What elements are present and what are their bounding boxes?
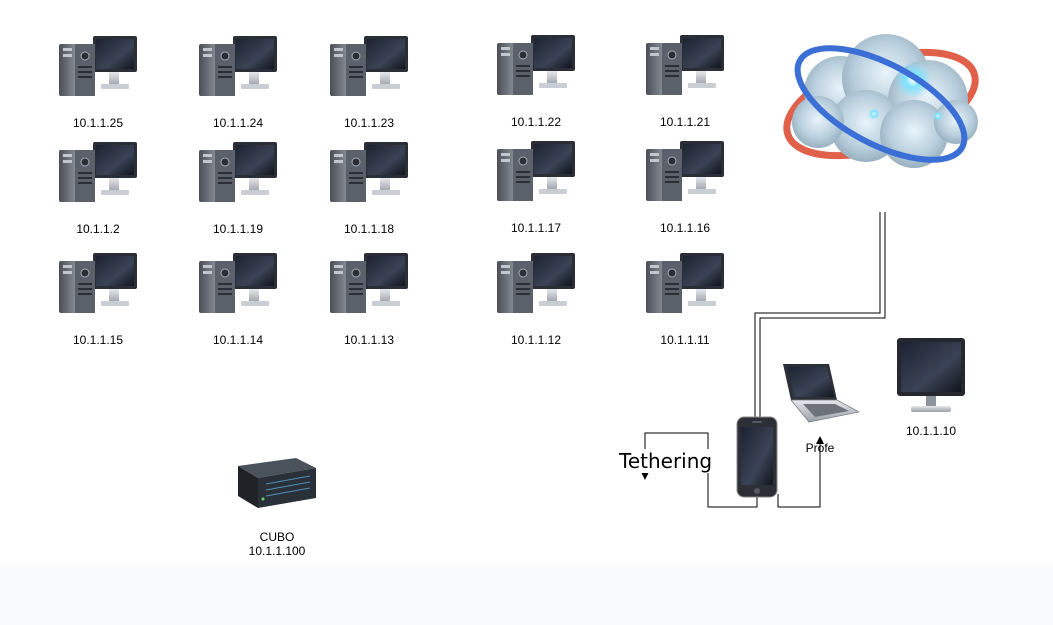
workstation-node[interactable]: 10.1.1.23 (299, 36, 439, 130)
workstation-ip-label: 10.1.1.18 (343, 222, 395, 236)
footer-bar (0, 565, 1053, 625)
monitor-icon (897, 338, 965, 412)
workstation-ip-label: 10.1.1.11 (660, 333, 710, 347)
workstation-node[interactable]: 10.1.1.13 (299, 253, 439, 347)
workstation-node[interactable]: 10.1.1.24 (168, 36, 308, 130)
rack-server-icon (238, 458, 316, 508)
monitor-label: 10.1.1.10 (905, 424, 957, 438)
workstation-node[interactable]: 10.1.1.12 (466, 253, 606, 347)
laptop-node[interactable]: Profe (750, 364, 890, 455)
workstation-ip-label: 10.1.1.24 (212, 116, 264, 130)
laptop-icon (783, 364, 861, 423)
workstation-node[interactable]: 10.1.1.21 (615, 35, 755, 129)
monitor-node[interactable]: 10.1.1.10 (861, 336, 1001, 438)
workstation-ip-label: 10.1.1.13 (343, 333, 395, 347)
workstation-node[interactable]: 10.1.1.2 (28, 142, 168, 236)
workstation-node[interactable]: 10.1.1.14 (168, 253, 308, 347)
workstation-ip-label: 10.1.1.19 (212, 222, 264, 236)
phone-to-laptop-link (777, 436, 824, 508)
workstation-node[interactable]: 10.1.1.11 (615, 253, 755, 347)
server-ip-label: 10.1.1.100 (248, 544, 306, 558)
laptop-label: Profe (805, 441, 835, 455)
workstation-ip-label: 10.1.1.17 (510, 221, 562, 235)
server-node[interactable]: CUBO 10.1.1.100 (207, 454, 347, 558)
workstation-ip-label: 10.1.1.16 (659, 221, 711, 235)
internet-cloud-icon[interactable] (778, 22, 984, 180)
workstation-ip-label: 10.1.1.21 (659, 115, 711, 129)
workstation-ip-label: 10.1.1.23 (343, 116, 395, 130)
connectors-layer (641, 212, 886, 508)
workstation-node[interactable]: 10.1.1.22 (466, 35, 606, 129)
workstation-ip-label: 10.1.1.25 (72, 116, 124, 130)
cloud-to-phone-link (754, 212, 886, 418)
workstation-ip-label: 10.1.1.14 (212, 333, 264, 347)
workstation-ip-label: 10.1.1.2 (76, 222, 120, 236)
server-name-label: CUBO (259, 530, 295, 544)
workstation-ip-label: 10.1.1.22 (510, 115, 562, 129)
workstation-ip-label: 10.1.1.12 (510, 333, 562, 347)
tethering-label: Tethering (619, 449, 713, 473)
workstation-node[interactable]: 10.1.1.16 (615, 141, 755, 235)
workstation-node[interactable]: 10.1.1.18 (299, 142, 439, 236)
workstation-ip-label: 10.1.1.15 (72, 333, 124, 347)
workstation-node[interactable]: 10.1.1.15 (28, 253, 168, 347)
network-diagram-canvas: 10.1.1.25 10.1.1.24 10.1.1.23 10.1.1.22 … (28, 22, 1001, 558)
smartphone-icon[interactable] (735, 416, 779, 498)
workstation-node[interactable]: 10.1.1.17 (466, 141, 606, 235)
workstation-node[interactable]: 10.1.1.25 (28, 36, 168, 130)
workstation-node[interactable]: 10.1.1.19 (168, 142, 308, 236)
